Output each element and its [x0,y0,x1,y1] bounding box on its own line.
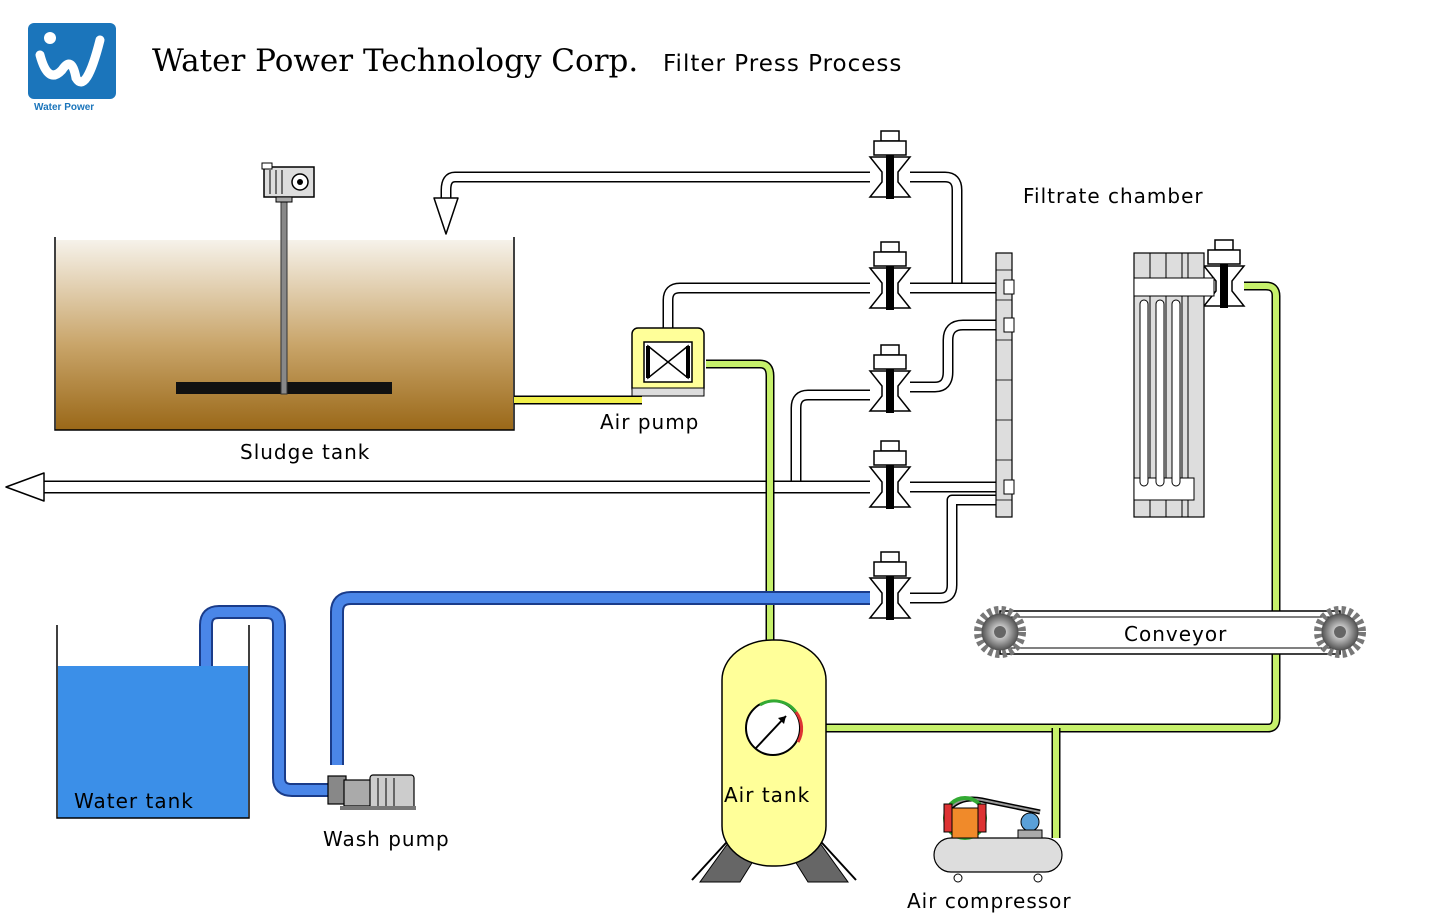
conveyor [978,610,1362,654]
company-name: Water Power Technology Corp. [152,43,638,79]
gear-icon [1318,610,1362,654]
sludge-tank [54,162,515,431]
air-pump-label: Air pump [600,410,699,434]
conveyor-label: Conveyor [1124,622,1227,646]
valve-icon [869,241,911,311]
water-tank [56,625,250,819]
discharge-arrow-icon [5,472,45,502]
air-lines [706,281,1281,838]
air-tank-label: Air tank [724,783,810,807]
wash-pump-label: Wash pump [323,827,450,851]
logo-text: Water Power [34,102,94,113]
valve-icon [869,130,911,200]
air-compressor-label: Air compressor [907,889,1072,913]
wash-pump [327,774,416,810]
logo-dot-icon [44,32,56,44]
filter-press [995,252,1015,518]
gear-icon [978,610,1022,654]
water-tank-label: Water tank [74,789,194,813]
process-title: Filter Press Process [663,51,902,77]
wash-water-line [199,591,870,797]
agitator-motor-icon [261,162,315,203]
agitator-shaft [280,199,288,395]
pressure-gauge-icon [745,699,804,756]
filtrate-pipes [5,171,997,604]
air-tank [691,639,857,883]
air-pump [631,327,705,397]
return-arrow-icon [433,197,459,235]
air-compressor [933,796,1063,883]
return-pipe [433,171,997,294]
valve-icon [869,344,911,414]
valve-icon [1203,239,1245,309]
logo-wave-icon [35,35,105,87]
filtrate-chamber [1133,252,1215,518]
sludge-tank-label: Sludge tank [240,440,370,464]
valve-icon [869,440,911,510]
valve-icon [869,551,911,621]
company-logo: Water Power [28,23,116,113]
filtrate-chamber-label: Filtrate chamber [1023,184,1204,208]
